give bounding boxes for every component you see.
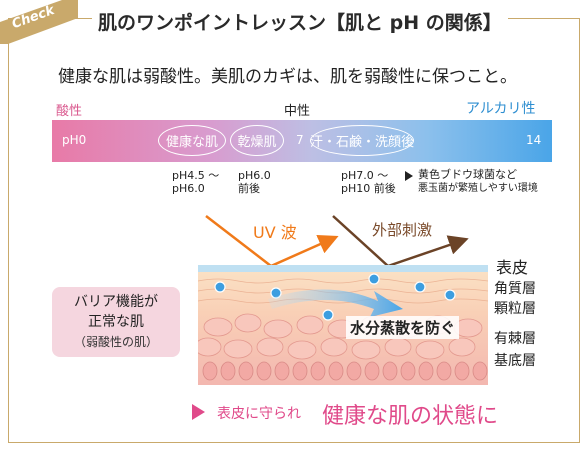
page-title: 肌のワンポイントレッスン【肌と pH の関係】 (92, 8, 508, 35)
healthy-skin-ellipse: 健康な肌 (158, 125, 226, 156)
footer-lead: 表皮に守られ (217, 406, 301, 422)
triangle-right-icon (192, 404, 205, 420)
healthy-ph-note-line2: pH6.0 (172, 182, 205, 195)
bacteria-note: 黄色ブドウ球菌など 悪玉菌が繁殖しやすい環境 (418, 168, 538, 196)
triangle-right-icon (405, 171, 413, 181)
sweat-ph-note-line1: pH7.0 〜 (341, 169, 389, 182)
surface-film (198, 265, 488, 272)
external-stimulus-label: 外部刺激 (372, 221, 433, 239)
sweat-ph-note-line2: pH10 前後 (341, 182, 396, 195)
dry-ph-note-line2: 前後 (238, 182, 260, 195)
healthy-ph-note: pH4.5 〜 pH6.0 (172, 169, 219, 195)
ph-max-label: 14 (526, 133, 542, 147)
stratum-spinosum-label: 有棘層 (494, 331, 536, 347)
stratum-corneum-label: 角質層 (494, 281, 536, 297)
evaporation-arrow (268, 289, 403, 317)
dry-ph-note-line1: pH6.0 (238, 169, 271, 182)
neutral-label: 中性 (284, 104, 311, 119)
barrier-box-line3: （弱酸性の肌） (73, 335, 158, 349)
stratum-basale-label: 基底層 (494, 353, 536, 369)
footer-emphasis: 健康な肌の状態に (322, 404, 499, 429)
sweat-ph-note: pH7.0 〜 pH10 前後 (341, 169, 396, 195)
ph-min-label: pH0 (62, 133, 87, 147)
water-droplets (214, 273, 456, 321)
sweat-soap-ellipse: 汗・石鹸・洗顔後 (310, 125, 414, 156)
bacteria-note-line2: 悪玉菌が繁殖しやすい環境 (418, 183, 538, 194)
barrier-box-line1: バリア機能が (74, 294, 158, 310)
evaporation-label: 水分蒸散を防ぐ (346, 316, 460, 339)
uv-label: UV 波 (253, 223, 297, 242)
barrier-box-line2: 正常な肌 (88, 314, 144, 330)
acid-label: 酸性 (56, 104, 83, 119)
dry-ph-note: pH6.0 前後 (238, 169, 271, 195)
dry-skin-ellipse: 乾燥肌 (230, 125, 284, 156)
alkaline-label: アルカリ性 (466, 101, 536, 117)
ph-mid-label: 7 (296, 133, 304, 147)
epidermis-label: 表皮 (496, 258, 529, 277)
check-badge (0, 0, 78, 44)
healthy-ph-note-line1: pH4.5 〜 (172, 169, 220, 182)
subtitle: 健康な肌は弱酸性。美肌のカギは、肌を弱酸性に保つこと。 (58, 67, 517, 87)
barrier-function-box: バリア機能が 正常な肌 （弱酸性の肌） (52, 287, 180, 357)
bacteria-note-line1: 黄色ブドウ球菌など (418, 168, 517, 181)
ph-scale-bar: pH0 健康な肌 乾燥肌 7 汗・石鹸・洗顔後 14 (52, 120, 552, 162)
stratum-granulosum-label: 顆粒層 (494, 301, 536, 317)
